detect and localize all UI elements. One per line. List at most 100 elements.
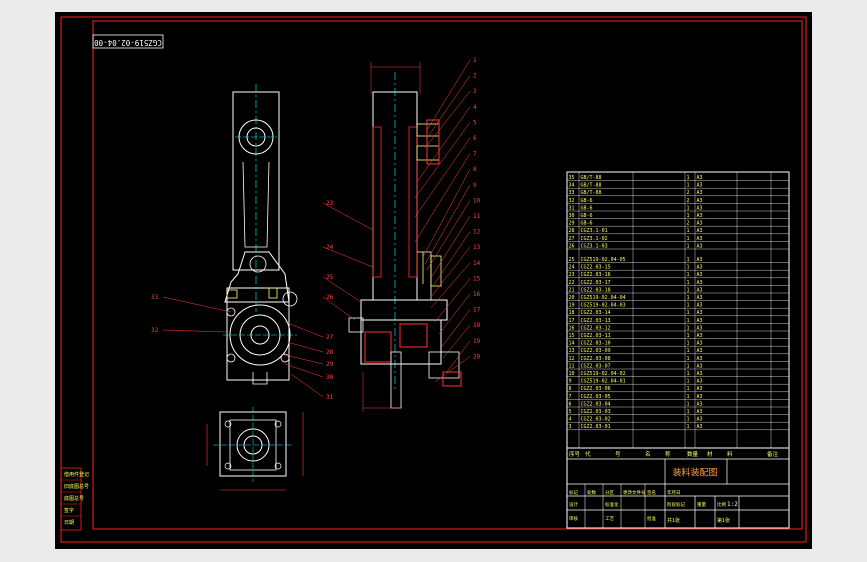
bom-cell: CGZ3.1-03 [581, 243, 608, 249]
bom-cell: 16 [569, 325, 575, 331]
bom-cell: CGZ2.03-13 [581, 318, 611, 324]
balloon-number-l31: 31 [326, 394, 334, 401]
bom-cell: GB/T-88 [581, 183, 602, 189]
bom-cell: A3 [697, 272, 703, 278]
code-stamp-text: CGZ519-02.04-00 [94, 38, 162, 47]
bom-cell: A3 [697, 379, 703, 385]
bom-cell: CGZ2.03-01 [581, 424, 611, 430]
bom-cell: 10 [569, 371, 575, 377]
tb-sheet-total: 共1张 [667, 517, 680, 524]
inner-frame-border [92, 20, 803, 530]
leader-line-r20 [434, 356, 471, 383]
bom-cell: GB-6 [581, 205, 593, 211]
balloon-number-r10: 10 [473, 197, 481, 204]
bom-cell: CGZ2.03-06 [581, 386, 611, 392]
bom-cell: 18 [569, 310, 575, 316]
bom-cell: A3 [697, 363, 703, 369]
bom-cell: CGZ2.03-11 [581, 333, 611, 339]
bom-cell: A3 [697, 183, 703, 189]
balloon-number-l25: 25 [326, 274, 334, 281]
bom-cell: A3 [697, 175, 703, 181]
cad-viewport[interactable]: CGZ519-02.04-00 借用件登记 旧底图总号 底图总号 签字 日期 [55, 12, 812, 549]
balloon-number-r1: 1 [473, 57, 477, 64]
balloon-number-r9: 9 [473, 182, 477, 189]
bom-cell: 35 [569, 175, 575, 181]
bom-cell: 13 [569, 348, 575, 354]
bom-cell: 33 [569, 190, 575, 196]
balloon-number-r14: 14 [473, 260, 481, 267]
balloon-number-r17: 17 [473, 307, 481, 314]
bom-cell: A3 [697, 409, 703, 415]
bom-cell: CGZ2.03-07 [581, 363, 611, 369]
bom-cell: A3 [697, 280, 703, 286]
balloon-number-r8: 8 [473, 166, 477, 173]
bom-cell: CGZ519-02.04-02 [581, 371, 626, 377]
bom-cell: A3 [697, 303, 703, 309]
tb-label-weight: 重量 [697, 501, 706, 508]
balloon-number-l30: 30 [326, 374, 334, 381]
leader-line-l25 [322, 276, 362, 303]
bom-cell: 1 [687, 424, 690, 430]
bom-cell: 5 [569, 409, 572, 415]
bom-cell: A3 [697, 341, 703, 347]
bom-cell: 24 [569, 265, 575, 271]
tb-label-count: 处数 [587, 489, 596, 496]
balloon-number-r3: 3 [473, 88, 477, 95]
bom-cell: 1 [687, 287, 690, 293]
bom-cell: 22 [569, 280, 575, 286]
bom-cell: A3 [697, 228, 703, 234]
leader-line-r8 [422, 169, 471, 258]
bom-cell: 2 [687, 190, 690, 196]
bom-cell: 17 [569, 318, 575, 324]
bom-cell: GB-6 [581, 221, 593, 227]
tb-label-review: 审核 [569, 515, 578, 522]
tb-label-std: 标准化 [605, 501, 619, 508]
bom-cell: A3 [697, 348, 703, 354]
bom-cell: 27 [569, 236, 575, 242]
leader-line-r5 [414, 122, 471, 199]
stack-label-2: 旧底图总号 [64, 483, 89, 490]
bom-cell: GB-6 [581, 213, 593, 219]
bom-cell: A3 [697, 295, 703, 301]
bom-cell: 7 [569, 394, 572, 400]
leader-line-l30 [284, 363, 324, 378]
balloon-number-r7: 7 [473, 151, 477, 158]
balloon-number-r15: 15 [473, 275, 481, 282]
leader-line-r15 [434, 278, 471, 323]
bom-cell: 14 [569, 341, 575, 347]
bom-cell: A3 [697, 265, 703, 271]
drawing-sheet: CGZ519-02.04-00 借用件登记 旧底图总号 底图总号 签字 日期 [60, 16, 807, 543]
bom-cell: CGZ519-02.04-03 [581, 303, 626, 309]
bom-cell: 1 [687, 333, 690, 339]
leader-line-r19 [446, 340, 471, 373]
bom-cell: A3 [697, 205, 703, 211]
bom-cell: CGZ2.03-12 [581, 325, 611, 331]
bom-cell: A3 [697, 401, 703, 407]
tb-label-process: 工艺 [605, 516, 614, 522]
leader-line-r13 [430, 247, 471, 298]
leader-line-r4 [416, 106, 471, 183]
bom-cell: 21 [569, 287, 575, 293]
bom-cell: A3 [697, 221, 703, 227]
tb-label-approve: 批准 [647, 515, 656, 522]
bom-header-cell: 序号 [569, 450, 581, 458]
leader-line-l31 [290, 373, 324, 398]
tb-label-sign: 签名 [647, 489, 656, 496]
tb-label-stage: 阶段标记 [667, 501, 685, 508]
bom-cell: 1 [687, 401, 690, 407]
bom-header-cell: 称 [665, 450, 671, 458]
bom-cell: 12 [569, 356, 575, 362]
bom-cell: GB-6 [581, 198, 593, 204]
bom-cell: 8 [569, 386, 572, 392]
leader-line-r7 [414, 153, 471, 243]
balloon-number-r11: 11 [473, 213, 481, 220]
balloon-number-r12: 12 [473, 229, 481, 236]
bom-cell: 1 [687, 236, 690, 242]
leader-line-l33 [162, 296, 232, 313]
drawing-code-stamp: CGZ519-02.04-00 [92, 34, 164, 49]
outer-frame-border [60, 16, 807, 543]
tb-label-date: 年月日 [667, 489, 681, 496]
tb-label-change: 更改文件号 [623, 489, 646, 496]
bom-header-cell: 数量 [687, 450, 699, 458]
